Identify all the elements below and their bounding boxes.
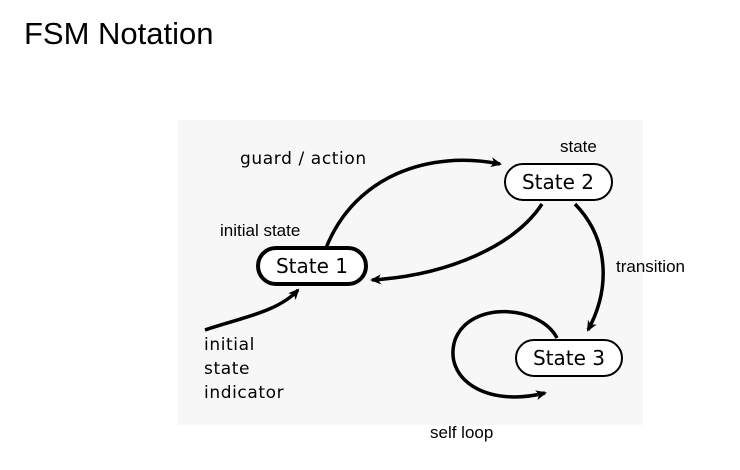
self-loop-arrow-s3: [451, 309, 559, 401]
transition-arrow-s2-to-s1: [370, 203, 544, 285]
transition-arrow-s2-to-s3: [573, 202, 605, 332]
initial-state-label: initial state: [220, 221, 300, 240]
state-label: state: [560, 137, 597, 156]
state-node-2: State 2: [504, 163, 613, 201]
initial-state-indicator-line-1: initial: [204, 335, 255, 355]
transition-label: transition: [616, 257, 685, 276]
initial-state-indicator-line-3: indicator: [204, 383, 284, 403]
guard-action-label: guard / action: [240, 149, 367, 169]
page-title: FSM Notation: [24, 16, 214, 51]
self-loop-label: self loop: [430, 423, 493, 442]
state-1-label: State 1: [276, 254, 348, 278]
state-node-1: State 1: [256, 246, 368, 286]
state-3-label: State 3: [533, 346, 605, 370]
state-2-label: State 2: [522, 170, 594, 194]
initial-state-indicator-arrow: [204, 288, 300, 332]
initial-state-indicator-line-2: state: [204, 359, 250, 379]
state-node-3: State 3: [515, 339, 623, 377]
transition-arrow-s1-to-s2: [324, 157, 502, 249]
